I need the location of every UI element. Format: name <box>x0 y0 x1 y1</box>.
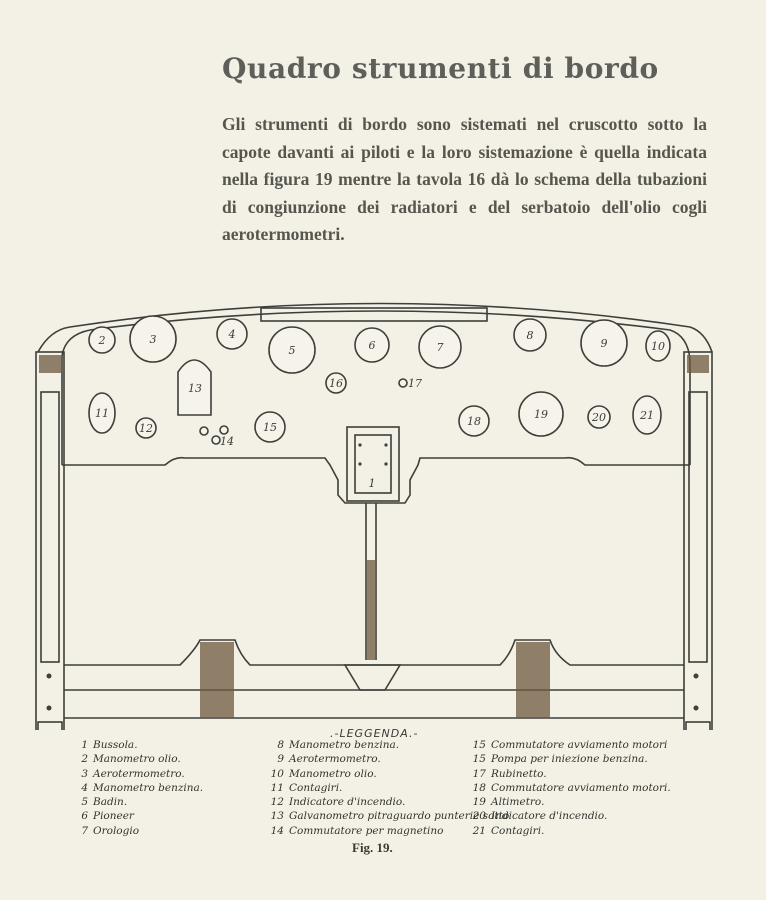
label-19: 19 <box>534 408 548 421</box>
instrument-19 <box>518 391 564 437</box>
label-4: 4 <box>228 328 236 341</box>
compass-bracket <box>346 426 400 502</box>
instrument-7 <box>418 325 462 369</box>
label-6: 6 <box>369 339 376 352</box>
instrument-13 <box>177 359 212 416</box>
label-12: 12 <box>139 422 153 435</box>
instrument-panel-diagram: 1 2 3 4 5 6 7 8 9 10 11 12 13 14 15 16 1… <box>35 302 713 730</box>
label-14: 14 <box>220 435 234 448</box>
label-strip <box>260 307 488 322</box>
left-post <box>35 351 65 730</box>
instrument-9 <box>580 319 628 367</box>
figure-caption: Fig. 19. <box>352 840 393 855</box>
body-paragraph: Gli strumenti di bordo sono sistemati ne… <box>222 114 707 244</box>
instrument-2 <box>88 326 116 354</box>
label-7: 7 <box>437 341 444 354</box>
instrument-14b <box>211 435 221 445</box>
page-title: Quadro strumenti di bordo <box>222 52 659 85</box>
label-10: 10 <box>651 340 665 353</box>
instrument-10 <box>645 330 671 362</box>
label-21: 21 <box>639 409 654 422</box>
instrument-17 <box>398 378 408 388</box>
label-16: 16 <box>329 377 343 390</box>
instrument-4 <box>216 318 248 350</box>
legend-title: .-LEGGENDA.- <box>330 727 419 740</box>
dashboard-lower-edge <box>62 456 690 504</box>
instrument-15 <box>254 411 286 443</box>
instrument-14a <box>199 426 209 436</box>
instrument-21 <box>632 395 662 435</box>
instrument-11 <box>88 392 116 434</box>
label-17: 17 <box>408 377 422 390</box>
label-5: 5 <box>289 344 296 357</box>
dashboard-outline <box>37 302 713 353</box>
label-1: 1 <box>369 477 376 490</box>
label-18: 18 <box>467 415 481 428</box>
instrument-14c <box>219 425 229 435</box>
label-2: 2 <box>98 334 106 347</box>
instrument-6 <box>354 327 390 363</box>
right-post <box>683 351 713 730</box>
instrument-12 <box>135 417 157 439</box>
instrument-20 <box>587 405 611 429</box>
label-8: 8 <box>527 329 534 342</box>
instrument-18 <box>458 405 490 437</box>
label-15: 15 <box>263 421 277 434</box>
label-20: 20 <box>591 411 606 424</box>
label-11: 11 <box>95 407 109 420</box>
instrument-3 <box>129 315 177 363</box>
instrument-8 <box>513 318 547 352</box>
dashboard-inner-arch <box>61 310 691 465</box>
instrument-16 <box>325 372 347 394</box>
label-13: 13 <box>188 382 202 395</box>
instrument-5 <box>268 326 316 374</box>
label-3: 3 <box>150 333 157 346</box>
label-9: 9 <box>601 337 608 350</box>
